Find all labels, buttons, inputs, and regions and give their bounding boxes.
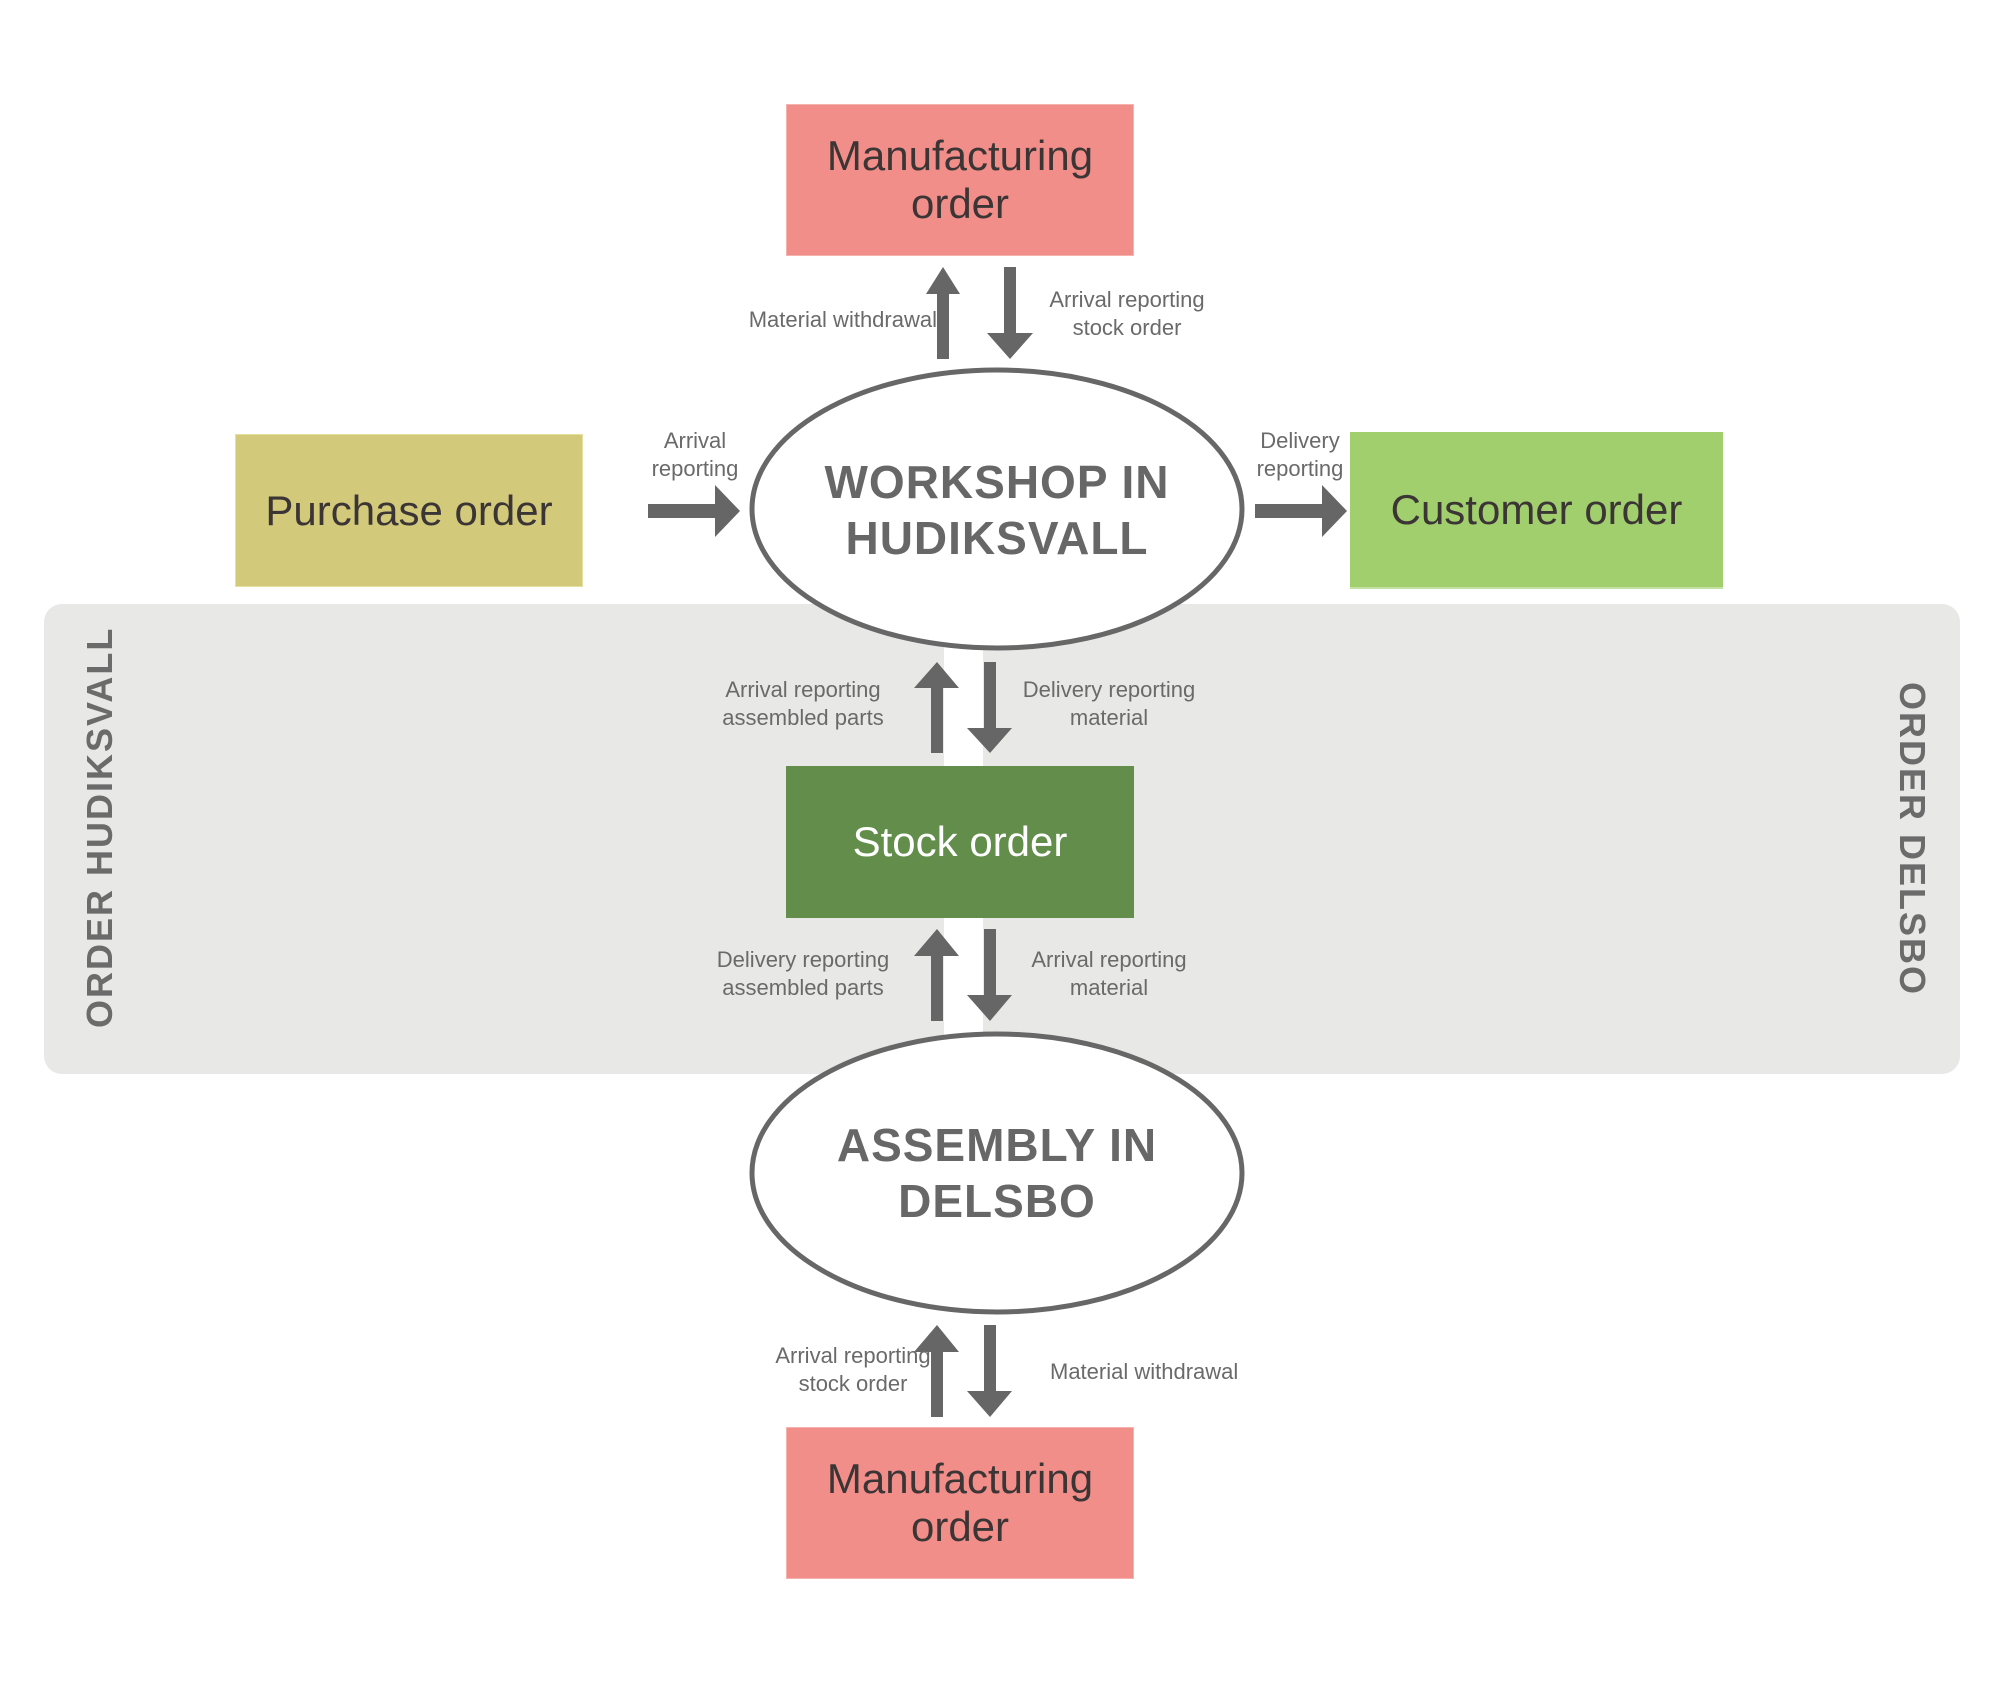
manufacturing-order-bottom-label: Manufacturing order bbox=[826, 1455, 1094, 1550]
edge-label-line2: stock order bbox=[1072, 315, 1182, 340]
edge-label-delivery-material: Delivery reporting material bbox=[1009, 676, 1209, 732]
arrow-up-arrival-stock-order-bottom bbox=[914, 1325, 959, 1417]
stock-order-label: Stock order bbox=[852, 818, 1068, 865]
arrow-down-arrival-stock-order-top bbox=[987, 267, 1033, 359]
edge-label-line2: stock order bbox=[798, 1371, 908, 1396]
workshop-label: WORKSHOP IN HUDIKSVALL bbox=[752, 452, 1242, 568]
arrow-right-customer-delivery bbox=[1255, 485, 1347, 537]
edge-label-line2: assembled parts bbox=[722, 705, 884, 730]
edge-label-arrival-stock-order-bottom: Arrival reporting stock order bbox=[763, 1342, 943, 1398]
edge-label-line2: reporting bbox=[651, 456, 739, 481]
edge-label-line2: material bbox=[1069, 705, 1149, 730]
customer-order-box[interactable]: Customer order bbox=[1350, 432, 1723, 589]
edge-label-line1: Delivery bbox=[1260, 428, 1340, 453]
workshop-ellipse[interactable] bbox=[749, 367, 1245, 651]
edge-label-line1: Arrival reporting bbox=[1031, 947, 1187, 972]
arrow-right-purchase-arrival bbox=[648, 485, 740, 537]
arrow-down-material-withdrawal-bottom bbox=[967, 1325, 1012, 1417]
arrow-up-material-withdrawal-top bbox=[926, 267, 960, 359]
arrow-up-delivery-assembled-parts bbox=[914, 929, 959, 1021]
edge-label-arrival-material: Arrival reporting material bbox=[1019, 946, 1199, 1002]
edge-label-line1: Arrival reporting bbox=[725, 677, 881, 702]
edge-label-line1: Arrival bbox=[663, 428, 727, 453]
assembly-label-line1: ASSEMBLY IN bbox=[836, 1119, 1158, 1171]
workshop-label-line2: HUDIKSVALL bbox=[845, 512, 1149, 564]
edge-label-purchase-arrival: Arrival reporting bbox=[640, 427, 750, 483]
edge-label-line2: reporting bbox=[1256, 456, 1344, 481]
purchase-order-box[interactable]: Purchase order bbox=[235, 434, 583, 587]
arrow-down-arrival-material bbox=[967, 929, 1012, 1021]
customer-order-label: Customer order bbox=[1390, 485, 1683, 533]
edge-label-arrival-stock-order-top: Arrival reporting stock order bbox=[1027, 286, 1227, 342]
assembly-label: ASSEMBLY IN DELSBO bbox=[752, 1115, 1242, 1231]
edge-label-delivery-assembled-parts: Delivery reporting assembled parts bbox=[703, 946, 903, 1002]
edge-label-arrival-assembled-parts: Arrival reporting assembled parts bbox=[713, 676, 893, 732]
arrow-up-arrival-assembled-parts bbox=[914, 662, 959, 753]
edge-label-customer-delivery: Delivery reporting bbox=[1245, 427, 1355, 483]
manufacturing-order-bottom-box[interactable]: Manufacturing order bbox=[786, 1427, 1134, 1579]
assembly-ellipse[interactable] bbox=[749, 1031, 1245, 1315]
manufacturing-order-top-label: Manufacturing order bbox=[826, 132, 1094, 227]
assembly-label-line2: DELSBO bbox=[898, 1175, 1096, 1227]
edge-label-line2: assembled parts bbox=[722, 975, 884, 1000]
edge-label-line1: Arrival reporting bbox=[775, 1343, 931, 1368]
stock-order-box[interactable]: Stock order bbox=[786, 766, 1134, 918]
edge-label-material-withdrawal-bottom: Material withdrawal bbox=[1050, 1359, 1239, 1384]
edge-label-line1: Delivery reporting bbox=[1022, 677, 1196, 702]
edge-label-line1: Arrival reporting bbox=[1049, 287, 1205, 312]
workshop-label-line1: WORKSHOP IN bbox=[824, 456, 1170, 508]
manufacturing-order-top-box[interactable]: Manufacturing order bbox=[786, 104, 1134, 256]
edge-label-material-withdrawal-top: Material withdrawal bbox=[748, 307, 937, 332]
edge-label-line1: Delivery reporting bbox=[716, 947, 890, 972]
purchase-order-label: Purchase order bbox=[265, 486, 553, 534]
edge-label-line2: material bbox=[1069, 975, 1149, 1000]
arrow-down-delivery-material bbox=[967, 662, 1012, 753]
